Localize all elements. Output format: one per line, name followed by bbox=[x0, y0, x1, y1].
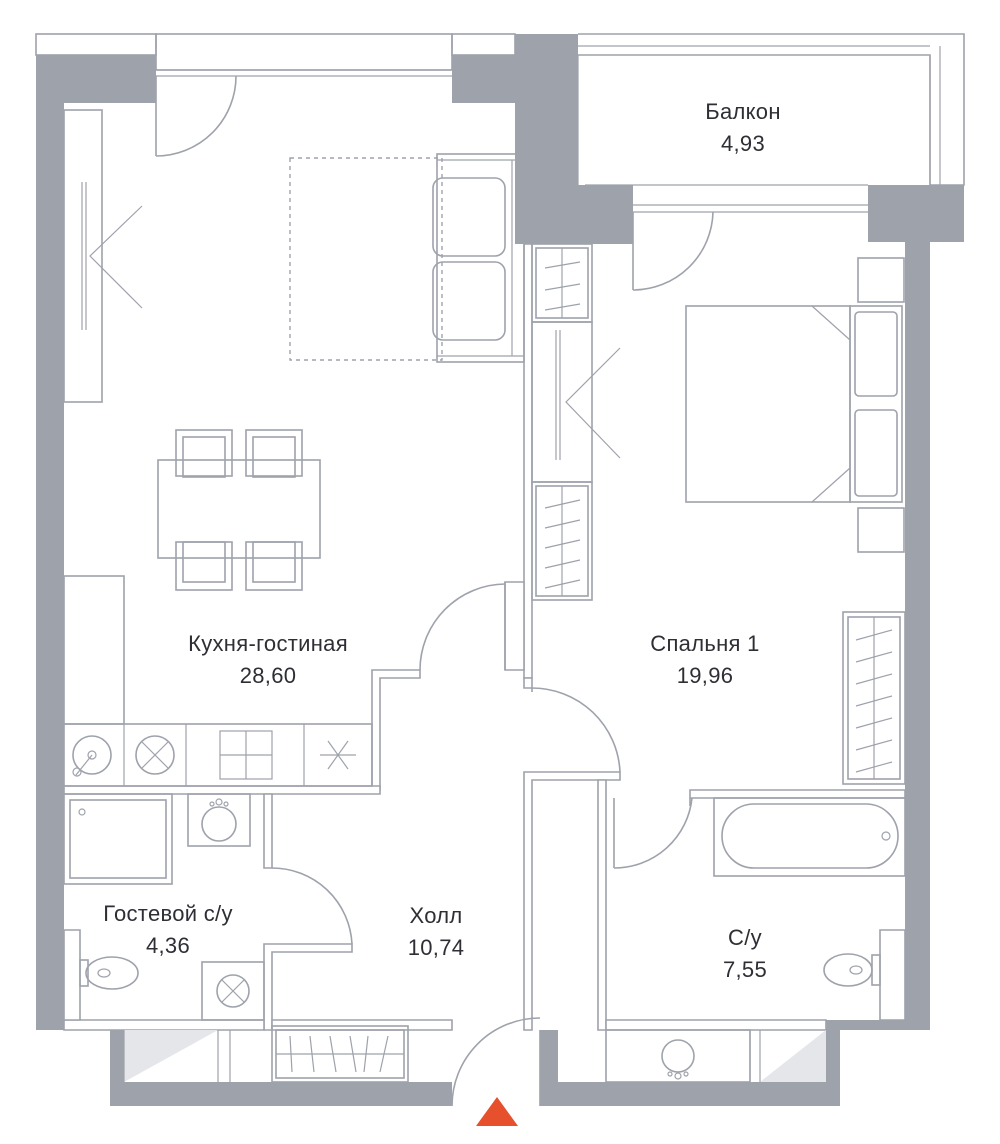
room-area: 4,93 bbox=[720, 131, 766, 156]
room-name: Балкон bbox=[705, 99, 781, 124]
room-label-kitchen-living: Кухня-гостиная 28,60 bbox=[148, 628, 388, 692]
room-label-bedroom: Спальня 1 19,96 bbox=[625, 628, 785, 692]
room-area: 7,55 bbox=[722, 957, 768, 982]
entrance-marker-icon bbox=[476, 1097, 518, 1126]
room-name: Кухня-гостиная bbox=[188, 631, 348, 656]
room-name: Гостевой с/у bbox=[103, 901, 233, 926]
room-area: 4,36 bbox=[145, 933, 191, 958]
room-name: С/у bbox=[728, 925, 762, 950]
room-label-bathroom: С/у 7,55 bbox=[690, 922, 800, 986]
room-label-guest-bathroom: Гостевой с/у 4,36 bbox=[78, 898, 258, 962]
room-area: 19,96 bbox=[676, 663, 734, 688]
room-label-hall: Холл 10,74 bbox=[376, 900, 496, 964]
room-name: Спальня 1 bbox=[650, 631, 760, 656]
room-name: Холл bbox=[409, 903, 463, 928]
room-area: 28,60 bbox=[239, 663, 297, 688]
doors bbox=[155, 75, 714, 1107]
guest-wc-furniture bbox=[63, 793, 265, 1082]
top-windows bbox=[35, 33, 965, 213]
inner-walls bbox=[63, 243, 906, 1031]
hall-furniture bbox=[271, 1025, 409, 1083]
bedroom-furniture bbox=[531, 243, 906, 785]
kitchen-living-furniture bbox=[63, 109, 525, 787]
bathroom-furniture bbox=[605, 797, 906, 1083]
room-label-balcony: Балкон 4,93 bbox=[668, 96, 818, 160]
outer-walls bbox=[36, 34, 964, 1106]
room-area: 10,74 bbox=[407, 935, 465, 960]
